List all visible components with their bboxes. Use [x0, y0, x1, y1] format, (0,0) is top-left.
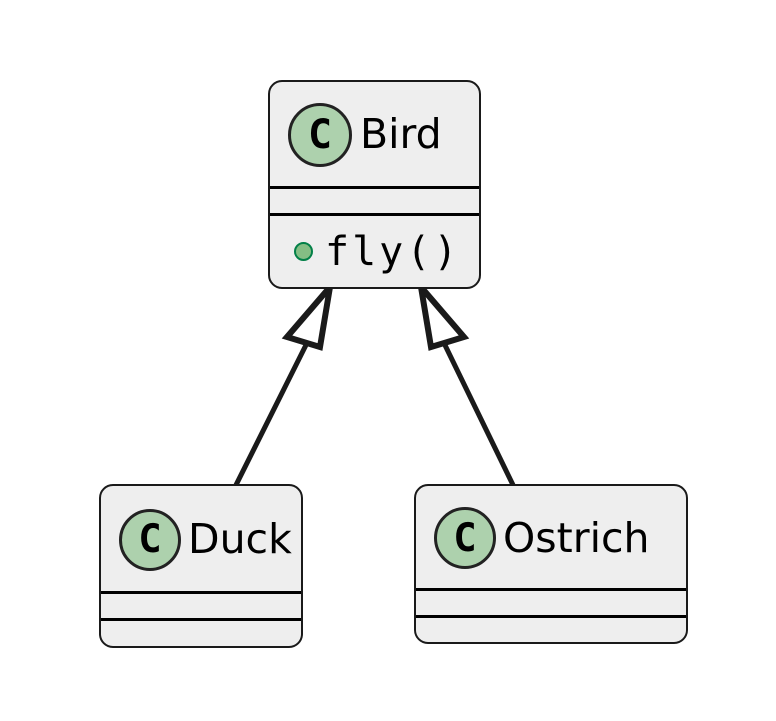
compartment-separator-bottom — [270, 213, 479, 216]
methods-compartment-bird: fly() — [270, 216, 479, 287]
generalization-line-duck — [233, 339, 311, 487]
class-header-duck: C Duck — [101, 486, 301, 593]
hollow-triangle-arrowhead-ostrich — [416, 276, 470, 351]
class-header-ostrich: C Ostrich — [416, 486, 686, 590]
generalization-duck-to-bird[interactable] — [233, 276, 335, 487]
compartment-separator-bottom — [101, 618, 301, 621]
class-stereotype-icon: C — [434, 507, 496, 569]
hollow-triangle-arrowhead-duck — [281, 276, 335, 351]
uml-class-bird[interactable]: C Bird fly() — [268, 80, 481, 289]
class-stereotype-icon: C — [119, 508, 181, 571]
generalization-ostrich-to-bird[interactable] — [416, 276, 516, 487]
attributes-compartment-bird — [270, 189, 479, 213]
uml-class-ostrich[interactable]: C Ostrich — [414, 484, 688, 644]
compartment-separator-top — [416, 588, 686, 591]
class-icon-letter: C — [453, 515, 477, 561]
method-signature-fly: fly() — [325, 228, 461, 275]
attributes-compartment-duck — [101, 594, 301, 618]
class-name-ostrich: Ostrich — [503, 513, 650, 562]
uml-class-duck[interactable]: C Duck — [99, 484, 303, 648]
public-visibility-icon — [294, 242, 313, 261]
attributes-compartment-ostrich — [416, 591, 686, 615]
methods-compartment-duck — [101, 621, 301, 646]
compartment-separator-bottom — [416, 615, 686, 618]
class-stereotype-icon: C — [288, 102, 352, 167]
generalization-line-ostrich — [440, 339, 516, 487]
methods-compartment-ostrich — [416, 618, 686, 642]
method-row-fly[interactable]: fly() — [294, 216, 479, 287]
class-header-bird: C Bird — [270, 82, 479, 187]
compartment-separator-top — [270, 186, 479, 189]
class-icon-letter: C — [307, 111, 333, 158]
class-name-duck: Duck — [188, 515, 292, 563]
class-icon-letter: C — [138, 517, 162, 562]
compartment-separator-top — [101, 591, 301, 594]
class-name-bird: Bird — [360, 110, 442, 158]
